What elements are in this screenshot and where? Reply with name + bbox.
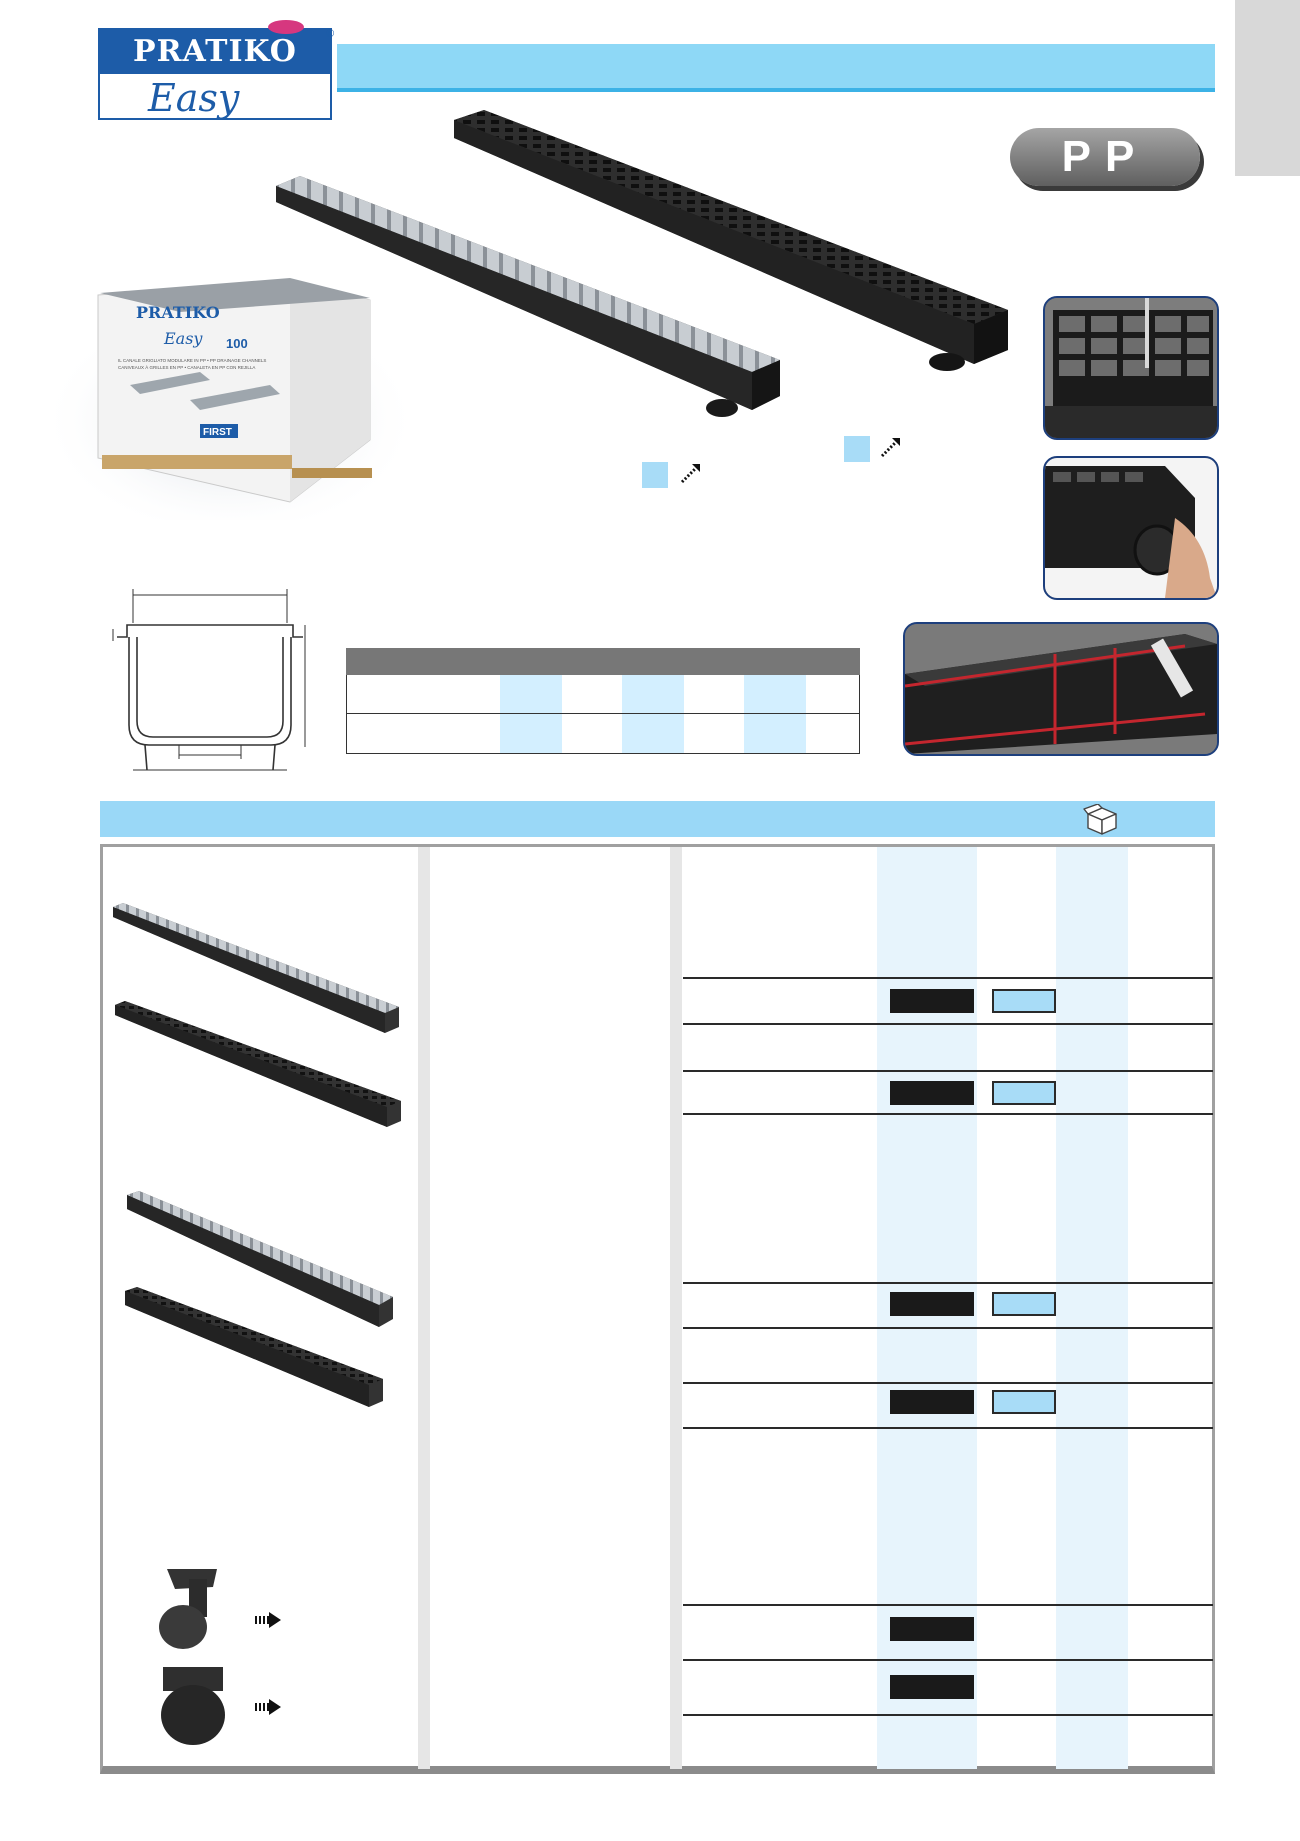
row-rule bbox=[683, 1282, 1213, 1284]
color-swatch-black bbox=[890, 1390, 974, 1414]
thumbnail-screw-fixing bbox=[1043, 296, 1219, 440]
column-divider bbox=[418, 847, 430, 1769]
color-swatch-galvanized bbox=[992, 1081, 1056, 1105]
row-rule bbox=[683, 1659, 1213, 1661]
catalog-panel bbox=[100, 844, 1215, 1774]
cutting-detail-image bbox=[905, 624, 1217, 754]
cross-section-drawing bbox=[112, 589, 306, 771]
spec-table bbox=[346, 648, 860, 754]
swatch-galvanized bbox=[642, 462, 668, 488]
brand-logo: PRATIKO Easy bbox=[98, 20, 332, 120]
row-rule bbox=[683, 1327, 1213, 1329]
swatch-black bbox=[844, 436, 870, 462]
logo-bottom-bar bbox=[98, 72, 332, 120]
box-icon bbox=[1083, 804, 1117, 835]
catalog-image-end-caps bbox=[159, 1569, 225, 1745]
color-swatch-galvanized bbox=[992, 1390, 1056, 1414]
material-badge: PP bbox=[1010, 128, 1200, 186]
color-swatch-galvanized bbox=[992, 1292, 1056, 1316]
color-swatch-black bbox=[890, 1675, 974, 1699]
registered-mark: ® bbox=[326, 28, 335, 40]
arrow-up-right-icon bbox=[680, 464, 700, 484]
color-swatch-black bbox=[890, 1292, 974, 1316]
row-rule bbox=[683, 1023, 1213, 1025]
catalog-image-channels-1000 bbox=[113, 903, 401, 1127]
spec-column-highlight bbox=[744, 675, 806, 753]
logo-wordmark: PRATIKO bbox=[133, 34, 297, 69]
spec-table-body bbox=[346, 675, 860, 754]
box-brand: PRATIKO bbox=[136, 303, 220, 322]
catalog-image-channels-500 bbox=[125, 1191, 393, 1407]
spec-column-highlight bbox=[500, 675, 562, 753]
arrow-right-icon bbox=[255, 1612, 281, 1628]
thumbnail-end-cap bbox=[1043, 456, 1219, 600]
box-line2: CANIVEAUX À GRILLES EN PP • CANALETA EN … bbox=[118, 364, 255, 370]
row-rule bbox=[683, 1113, 1213, 1115]
spec-row-divider bbox=[347, 713, 859, 714]
column-divider bbox=[670, 847, 682, 1769]
arrow-up-right-icon bbox=[880, 438, 900, 458]
header-band bbox=[337, 44, 1215, 92]
row-rule bbox=[683, 1714, 1213, 1716]
thumbnail-cutting bbox=[903, 622, 1219, 756]
packaging-box: PRATIKO Easy 100 IL CANALE GRIGLIATO MOD… bbox=[40, 278, 420, 520]
column-tint-pack bbox=[1056, 847, 1128, 1769]
spec-column-highlight bbox=[622, 675, 684, 753]
box-number: 100 bbox=[226, 336, 248, 351]
spec-table-header bbox=[346, 648, 860, 675]
end-cap-detail-image bbox=[1045, 458, 1217, 598]
box-maker: FIRST bbox=[203, 427, 232, 438]
color-swatch-galvanized bbox=[992, 989, 1056, 1013]
row-rule bbox=[683, 1604, 1213, 1606]
channel-galvanized-grating bbox=[276, 176, 780, 417]
color-swatch-black bbox=[890, 1081, 974, 1105]
logo-top-bar bbox=[98, 28, 332, 72]
channel-black-grating bbox=[454, 110, 1008, 371]
box-script: Easy bbox=[163, 329, 203, 348]
page-side-tab bbox=[1235, 0, 1300, 176]
row-rule bbox=[683, 1382, 1213, 1384]
box-line1: IL CANALE GRIGLIATO MODULARE IN PP • PP … bbox=[118, 358, 266, 363]
row-rule bbox=[683, 1070, 1213, 1072]
product-list-band bbox=[100, 801, 1215, 837]
product-photo-area: PRATIKO Easy 100 IL CANALE GRIGLIATO MOD… bbox=[40, 110, 1008, 520]
logo-script: Easy bbox=[148, 76, 240, 120]
logo-dot bbox=[268, 20, 304, 34]
row-rule bbox=[683, 1427, 1213, 1429]
row-rule bbox=[683, 977, 1213, 979]
grating-detail-image bbox=[1045, 298, 1217, 438]
color-swatch-black bbox=[890, 1617, 974, 1641]
arrow-right-icon bbox=[255, 1699, 281, 1715]
color-swatch-black bbox=[890, 989, 974, 1013]
